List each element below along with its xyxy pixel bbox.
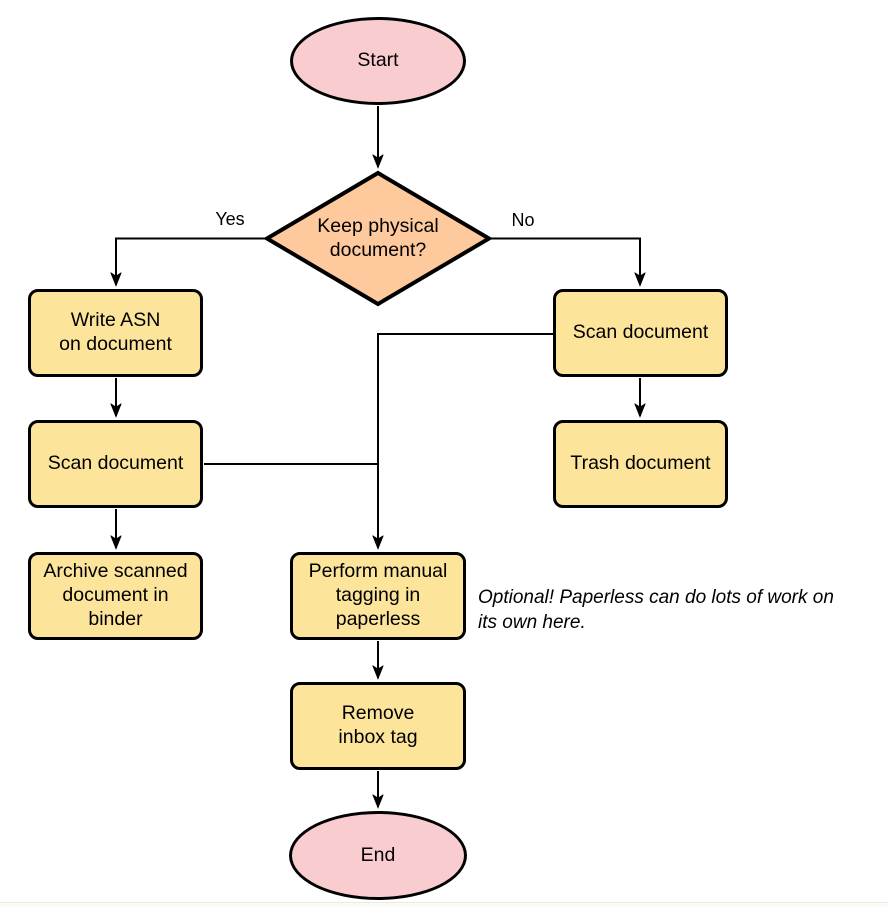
node-scan-document-right: Scan document <box>553 289 728 377</box>
node-scan-document-right-label: Scan document <box>572 321 709 344</box>
node-remove-inbox-tag: Remove inbox tag <box>290 682 466 770</box>
node-manual-tagging: Perform manual tagging in paperless <box>290 552 466 640</box>
node-decision-label: Keep physical document? <box>317 214 439 261</box>
page-bottom-edge <box>0 902 888 907</box>
edge-label-no: No <box>498 210 548 232</box>
node-archive-binder-label: Archive scanned document in binder <box>43 560 188 630</box>
node-start: Start <box>290 17 466 105</box>
node-trash-document: Trash document <box>553 420 728 508</box>
annotation-optional-note: Optional! Paperless can do lots of work … <box>478 587 834 634</box>
edge-decision-no-to-scan-right <box>488 237 640 286</box>
node-trash-document-label: Trash document <box>570 452 711 475</box>
node-scan-document-left-label: Scan document <box>47 452 184 475</box>
node-end: End <box>289 811 467 900</box>
node-start-label: Start <box>357 49 399 72</box>
node-end-label: End <box>360 843 396 866</box>
decision-diamond-shape <box>263 170 493 307</box>
node-remove-inbox-tag-label: Remove inbox tag <box>338 702 418 748</box>
edge-decision-yes-to-write-asn <box>116 237 268 286</box>
node-write-asn: Write ASN on document <box>28 289 203 377</box>
node-decision: Keep physical document? <box>288 190 468 287</box>
node-scan-document-left: Scan document <box>28 420 203 508</box>
node-archive-binder: Archive scanned document in binder <box>28 552 203 640</box>
edge-scan-right-to-tagging <box>378 333 553 548</box>
node-manual-tagging-label: Perform manual tagging in paperless <box>308 560 448 630</box>
edge-label-yes: Yes <box>203 209 257 231</box>
node-write-asn-label: Write ASN on document <box>59 309 172 355</box>
